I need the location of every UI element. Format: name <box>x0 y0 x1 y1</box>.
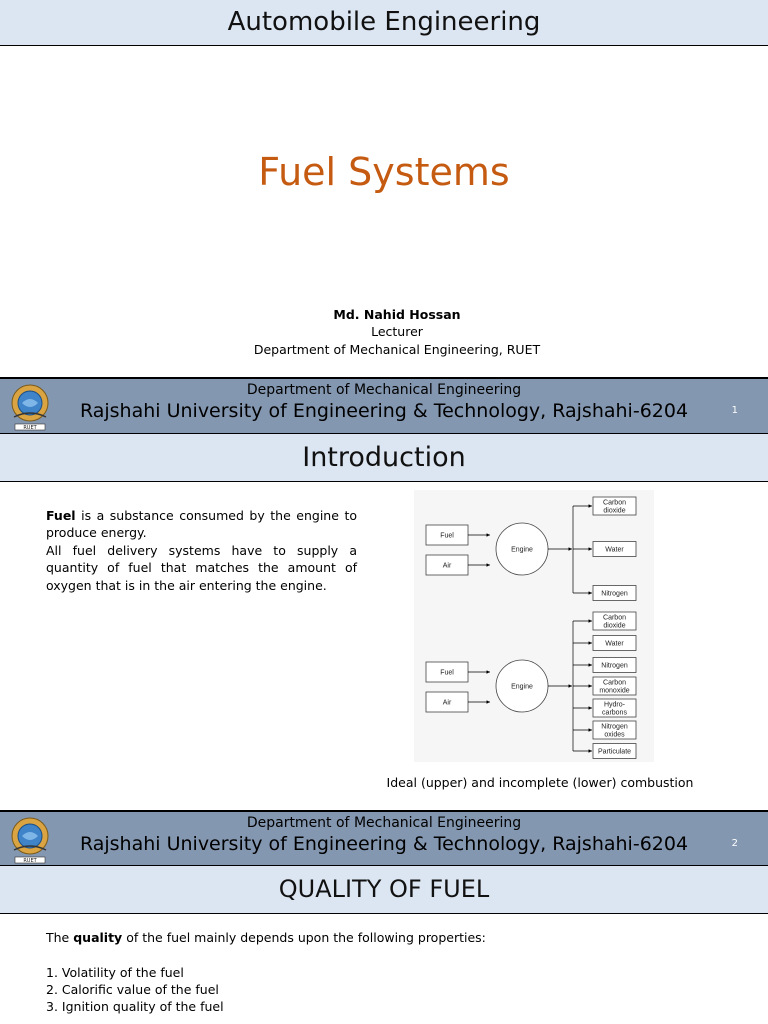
footer-dept: Department of Mechanical Engineering <box>246 382 522 398</box>
lower-input-label: Air <box>443 700 452 707</box>
lower-engine-label: Engine <box>511 684 533 691</box>
ruet-logo-text: RUET <box>23 858 37 864</box>
quality-intro: The quality of the fuel mainly depends u… <box>46 930 486 945</box>
diagram-caption: Ideal (upper) and incomplete (lower) com… <box>386 775 694 790</box>
intro-paragraph-1: Fuel is a substance consumed by the engi… <box>46 507 357 542</box>
intro-paragraph-2: All fuel delivery systems have to supply… <box>46 543 357 593</box>
quality-item-1: 1. Volatility of the fuel <box>46 965 184 980</box>
fuel-term: Fuel <box>46 508 76 523</box>
ruet-logo-icon: RUET <box>11 384 49 431</box>
page-number: 1 <box>731 405 738 416</box>
lower-output-label: Hydro-carbons <box>602 702 627 717</box>
upper-output-box <box>592 585 637 601</box>
slide2-footer: RUET Department of Mechanical Engineerin… <box>0 810 768 866</box>
lower-output-label: Particulate <box>598 749 631 756</box>
footer-university: Rajshahi University of Engineering & Tec… <box>79 833 689 855</box>
slide2-header: Introduction <box>0 433 768 482</box>
slide1-header-text: Automobile Engineering <box>227 7 541 37</box>
lower-output-label: Nitrogen <box>601 663 628 670</box>
ruet-logo-text: RUET <box>23 425 37 431</box>
lower-input-label: Fuel <box>440 670 454 677</box>
upper-input-label: Fuel <box>440 533 454 540</box>
upper-engine-label: Engine <box>511 547 533 554</box>
author-dept: Department of Mechanical Engineering, RU… <box>253 342 541 357</box>
upper-output-box <box>592 496 637 516</box>
lower-output-box <box>592 611 637 631</box>
upper-output-label: Nitrogen <box>601 591 628 598</box>
quality-item-2: 2. Calorific value of the fuel <box>46 982 219 997</box>
lower-output-box <box>592 676 637 696</box>
lower-output-box <box>592 657 637 673</box>
footer-dept: Department of Mechanical Engineering <box>246 815 522 831</box>
slide3-header-text: QUALITY OF FUEL <box>278 875 490 903</box>
quality-item-3: 3. Ignition quality of the fuel <box>46 999 224 1014</box>
slide2-header-text: Introduction <box>302 442 466 473</box>
slide3-header: QUALITY OF FUEL <box>0 865 768 914</box>
quality-term: quality <box>73 930 123 945</box>
lower-output-box <box>592 720 637 740</box>
slide1-header: Automobile Engineering <box>0 0 768 46</box>
lower-output-box <box>592 698 637 718</box>
upper-output-box <box>592 541 637 557</box>
lower-output-box <box>592 635 637 651</box>
intro-paragraph-1-text: is a substance consumed by the engine to… <box>46 508 357 541</box>
lower-output-box <box>592 743 637 759</box>
slide1-footer: RUET Department of Mechanical Engineerin… <box>0 377 768 433</box>
page-number: 2 <box>731 838 738 849</box>
author-role: Lecturer <box>371 324 423 339</box>
footer-university: Rajshahi University of Engineering & Tec… <box>79 400 689 422</box>
upper-output-label: Water <box>605 547 624 554</box>
lower-output-label: Water <box>605 641 624 648</box>
author-name: Md. Nahid Hossan <box>333 307 461 322</box>
upper-input-label: Air <box>443 563 452 570</box>
ruet-logo-icon: RUET <box>11 817 49 864</box>
slide1-title: Fuel Systems <box>258 150 510 194</box>
